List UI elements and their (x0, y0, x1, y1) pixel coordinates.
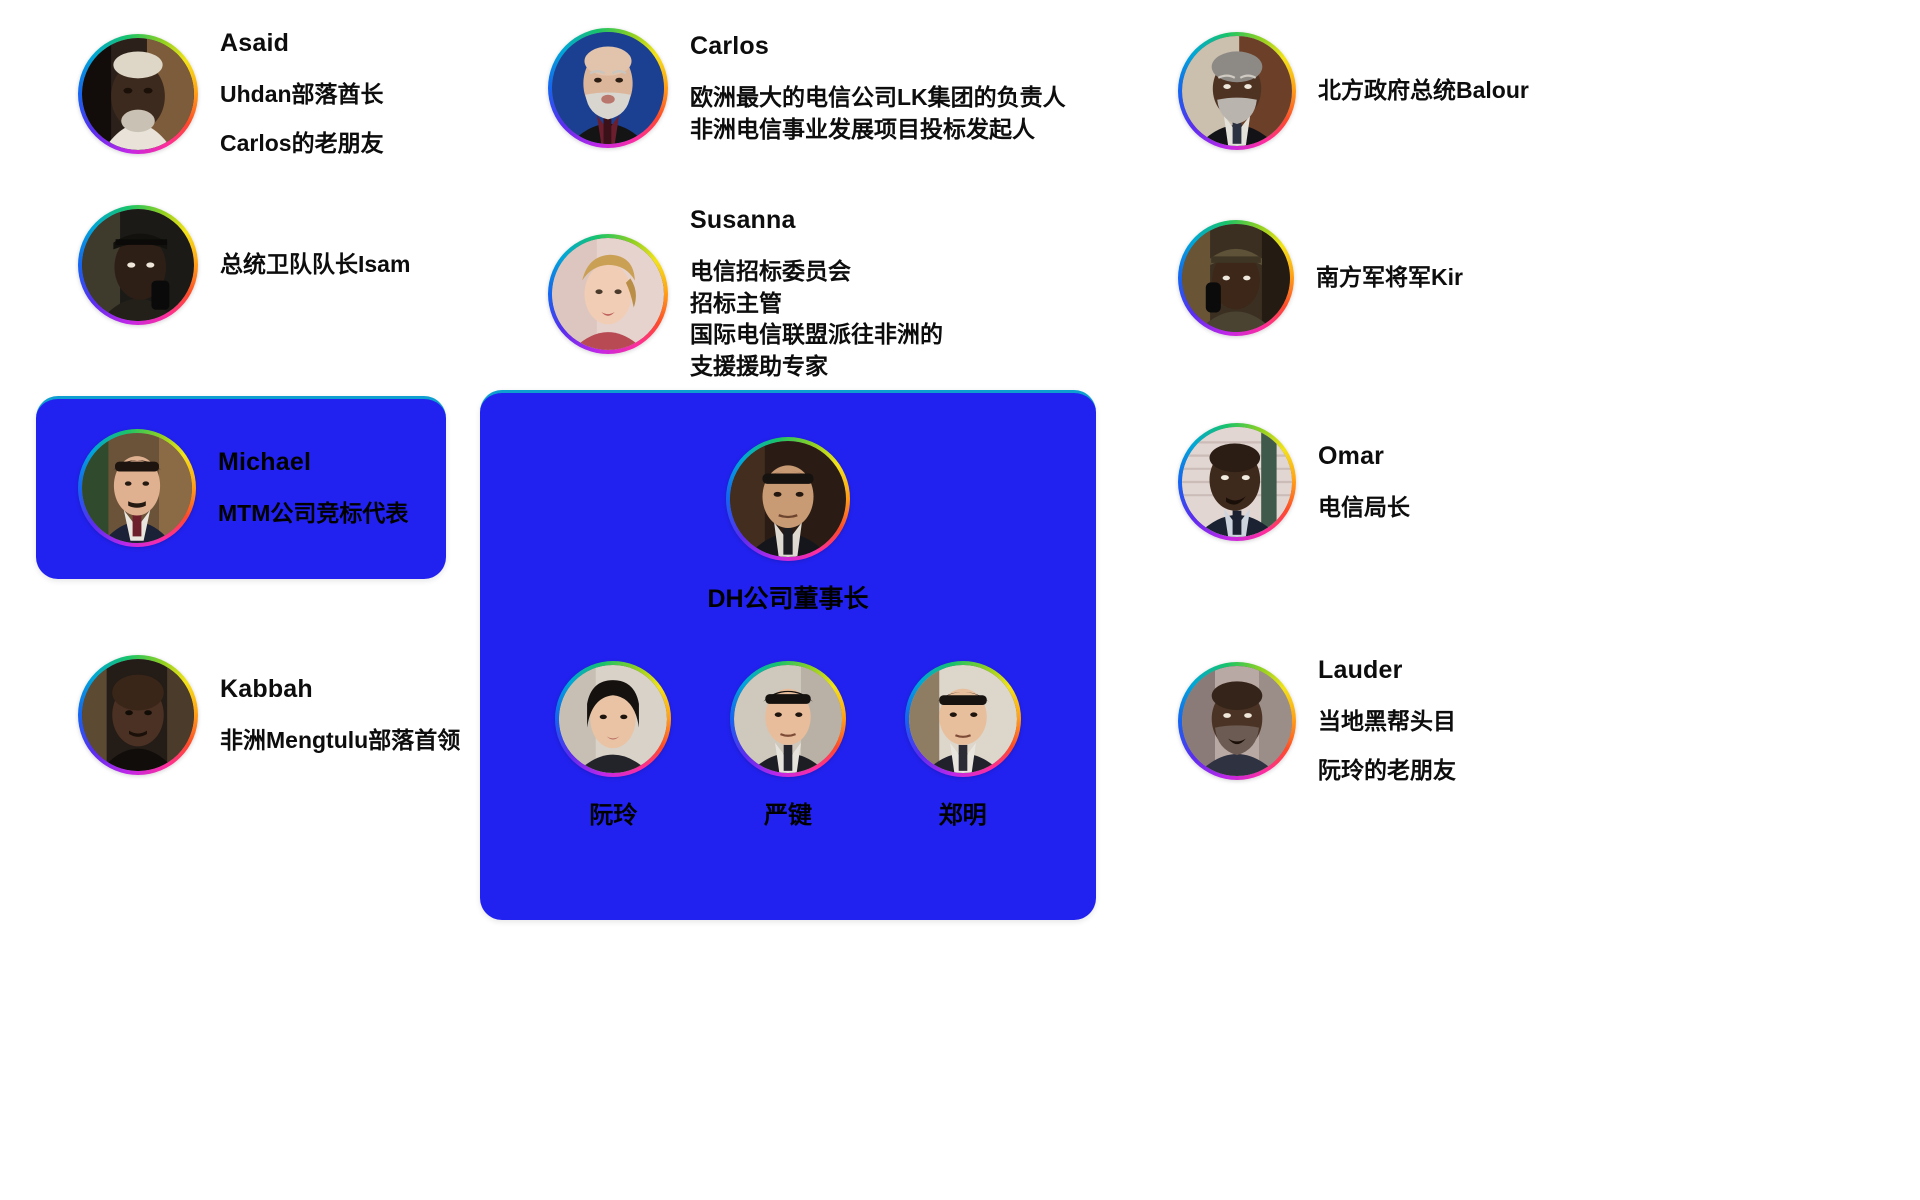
dh-members-row: 阮玲 (526, 661, 1050, 830)
person-text: 北方政府总统Balour (1318, 75, 1529, 107)
person-text: 总统卫队队长Isam (220, 249, 410, 281)
person-text: Susanna 电信招标委员会 招标主管 国际电信联盟派往非洲的 支援援助专家 (690, 205, 943, 383)
person-text: Asaid Uhdan部落酋长 Carlos的老朋友 (220, 28, 384, 159)
isam-portrait-image (82, 209, 194, 321)
person-text: 南方军将军Kir (1316, 262, 1463, 294)
person-card-michael[interactable]: Michael MTM公司竞标代表 (78, 429, 408, 547)
person-role: 电信招标委员会 招标主管 国际电信联盟派往非洲的 支援援助专家 (690, 258, 943, 380)
avatar (78, 205, 198, 325)
highlight-box-michael[interactable]: Michael MTM公司竞标代表 (36, 396, 446, 579)
avatar (729, 661, 846, 777)
michael-portrait-image (82, 433, 192, 543)
zhengming-portrait-image (908, 665, 1017, 773)
person-card-balour[interactable]: 北方政府总统Balour (1178, 32, 1529, 150)
person-text: Kabbah 非洲Mengtulu部落首领 (220, 674, 460, 757)
person-role: 电信局长 (1318, 493, 1410, 520)
person-text: Lauder 当地黑帮头目 阮玲的老朋友 (1318, 655, 1456, 786)
avatar (548, 233, 668, 354)
dh-chairman-title: DH公司董事长 (707, 585, 869, 613)
person-role: Uhdan部落酋长 (220, 81, 384, 107)
avatar (548, 28, 668, 148)
person-text: Omar 电信局长 (1318, 441, 1410, 524)
person-name: Asaid (220, 29, 290, 57)
avatar (78, 429, 196, 547)
person-role: 总统卫队队长Isam (220, 251, 411, 278)
dh-member-name: 郑明 (938, 802, 987, 829)
ruanling-portrait-image (559, 665, 668, 773)
avatar (904, 661, 1021, 777)
dh-member-name: 严键 (763, 802, 812, 829)
person-name: Omar (1318, 441, 1385, 470)
avatar (1178, 220, 1294, 336)
omar-portrait-image (1182, 427, 1292, 537)
person-card-susanna[interactable]: Susanna 电信招标委员会 招标主管 国际电信联盟派往非洲的 支援援助专家 (548, 205, 943, 383)
person-card-carlos[interactable]: Carlos 欧洲最大的电信公司LK集团的负责人 非洲电信事业发展项目投标发起人 (548, 28, 1066, 148)
susanna-portrait-image (552, 237, 664, 350)
person-text: Michael MTM公司竞标代表 (218, 447, 408, 530)
person-role: MTM公司竞标代表 (218, 499, 409, 526)
dh-member-name: 阮玲 (589, 802, 638, 829)
person-name: Lauder (1318, 656, 1403, 684)
asaid-portrait-image (82, 37, 194, 150)
avatar (78, 655, 198, 775)
person-card-kir[interactable]: 南方军将军Kir (1178, 220, 1463, 336)
person-card-kabbah[interactable]: Kabbah 非洲Mengtulu部落首领 (78, 655, 460, 775)
dh-member-card[interactable]: 阮玲 (555, 661, 672, 830)
person-text: Carlos 欧洲最大的电信公司LK集团的负责人 非洲电信事业发展项目投标发起人 (690, 31, 1066, 145)
avatar (726, 437, 850, 561)
person-relation: 阮玲的老朋友 (1318, 756, 1456, 783)
person-name: Carlos (690, 31, 770, 60)
dh-member-card[interactable]: 郑明 (904, 661, 1021, 830)
avatar (555, 661, 672, 777)
avatar (78, 33, 198, 154)
dh-chairman-card[interactable]: DH公司董事长 (480, 437, 1096, 615)
person-relation: Carlos的老朋友 (220, 129, 384, 156)
person-card-asaid[interactable]: Asaid Uhdan部落酋长 Carlos的老朋友 (78, 28, 384, 159)
highlight-box-dh-company[interactable]: DH公司董事长 (480, 390, 1096, 920)
person-name: Kabbah (220, 674, 313, 703)
balour-portrait-image (1182, 36, 1292, 146)
carlos-portrait-image (552, 32, 664, 144)
person-name: Michael (218, 447, 312, 476)
yanjian-portrait-image (733, 665, 842, 773)
person-role: 当地黑帮头目 (1318, 708, 1456, 734)
kir-portrait-image (1182, 224, 1290, 332)
person-role: 北方政府总统Balour (1318, 77, 1529, 104)
person-card-omar[interactable]: Omar 电信局长 (1178, 423, 1410, 541)
person-card-lauder[interactable]: Lauder 当地黑帮头目 阮玲的老朋友 (1178, 655, 1456, 786)
lauder-portrait-image (1182, 665, 1292, 776)
avatar (1178, 661, 1296, 780)
person-role: 欧洲最大的电信公司LK集团的负责人 非洲电信事业发展项目投标发起人 (690, 83, 1066, 142)
person-role: 南方军将军Kir (1316, 264, 1463, 291)
dh-member-card[interactable]: 严键 (729, 661, 846, 830)
person-role: 非洲Mengtulu部落首领 (220, 726, 461, 753)
dh-chairman-portrait-image (730, 441, 846, 557)
person-card-isam[interactable]: 总统卫队队长Isam (78, 205, 410, 325)
avatar (1178, 423, 1296, 541)
kabbah-portrait-image (82, 659, 194, 771)
person-name: Susanna (690, 206, 796, 234)
avatar (1178, 32, 1296, 150)
